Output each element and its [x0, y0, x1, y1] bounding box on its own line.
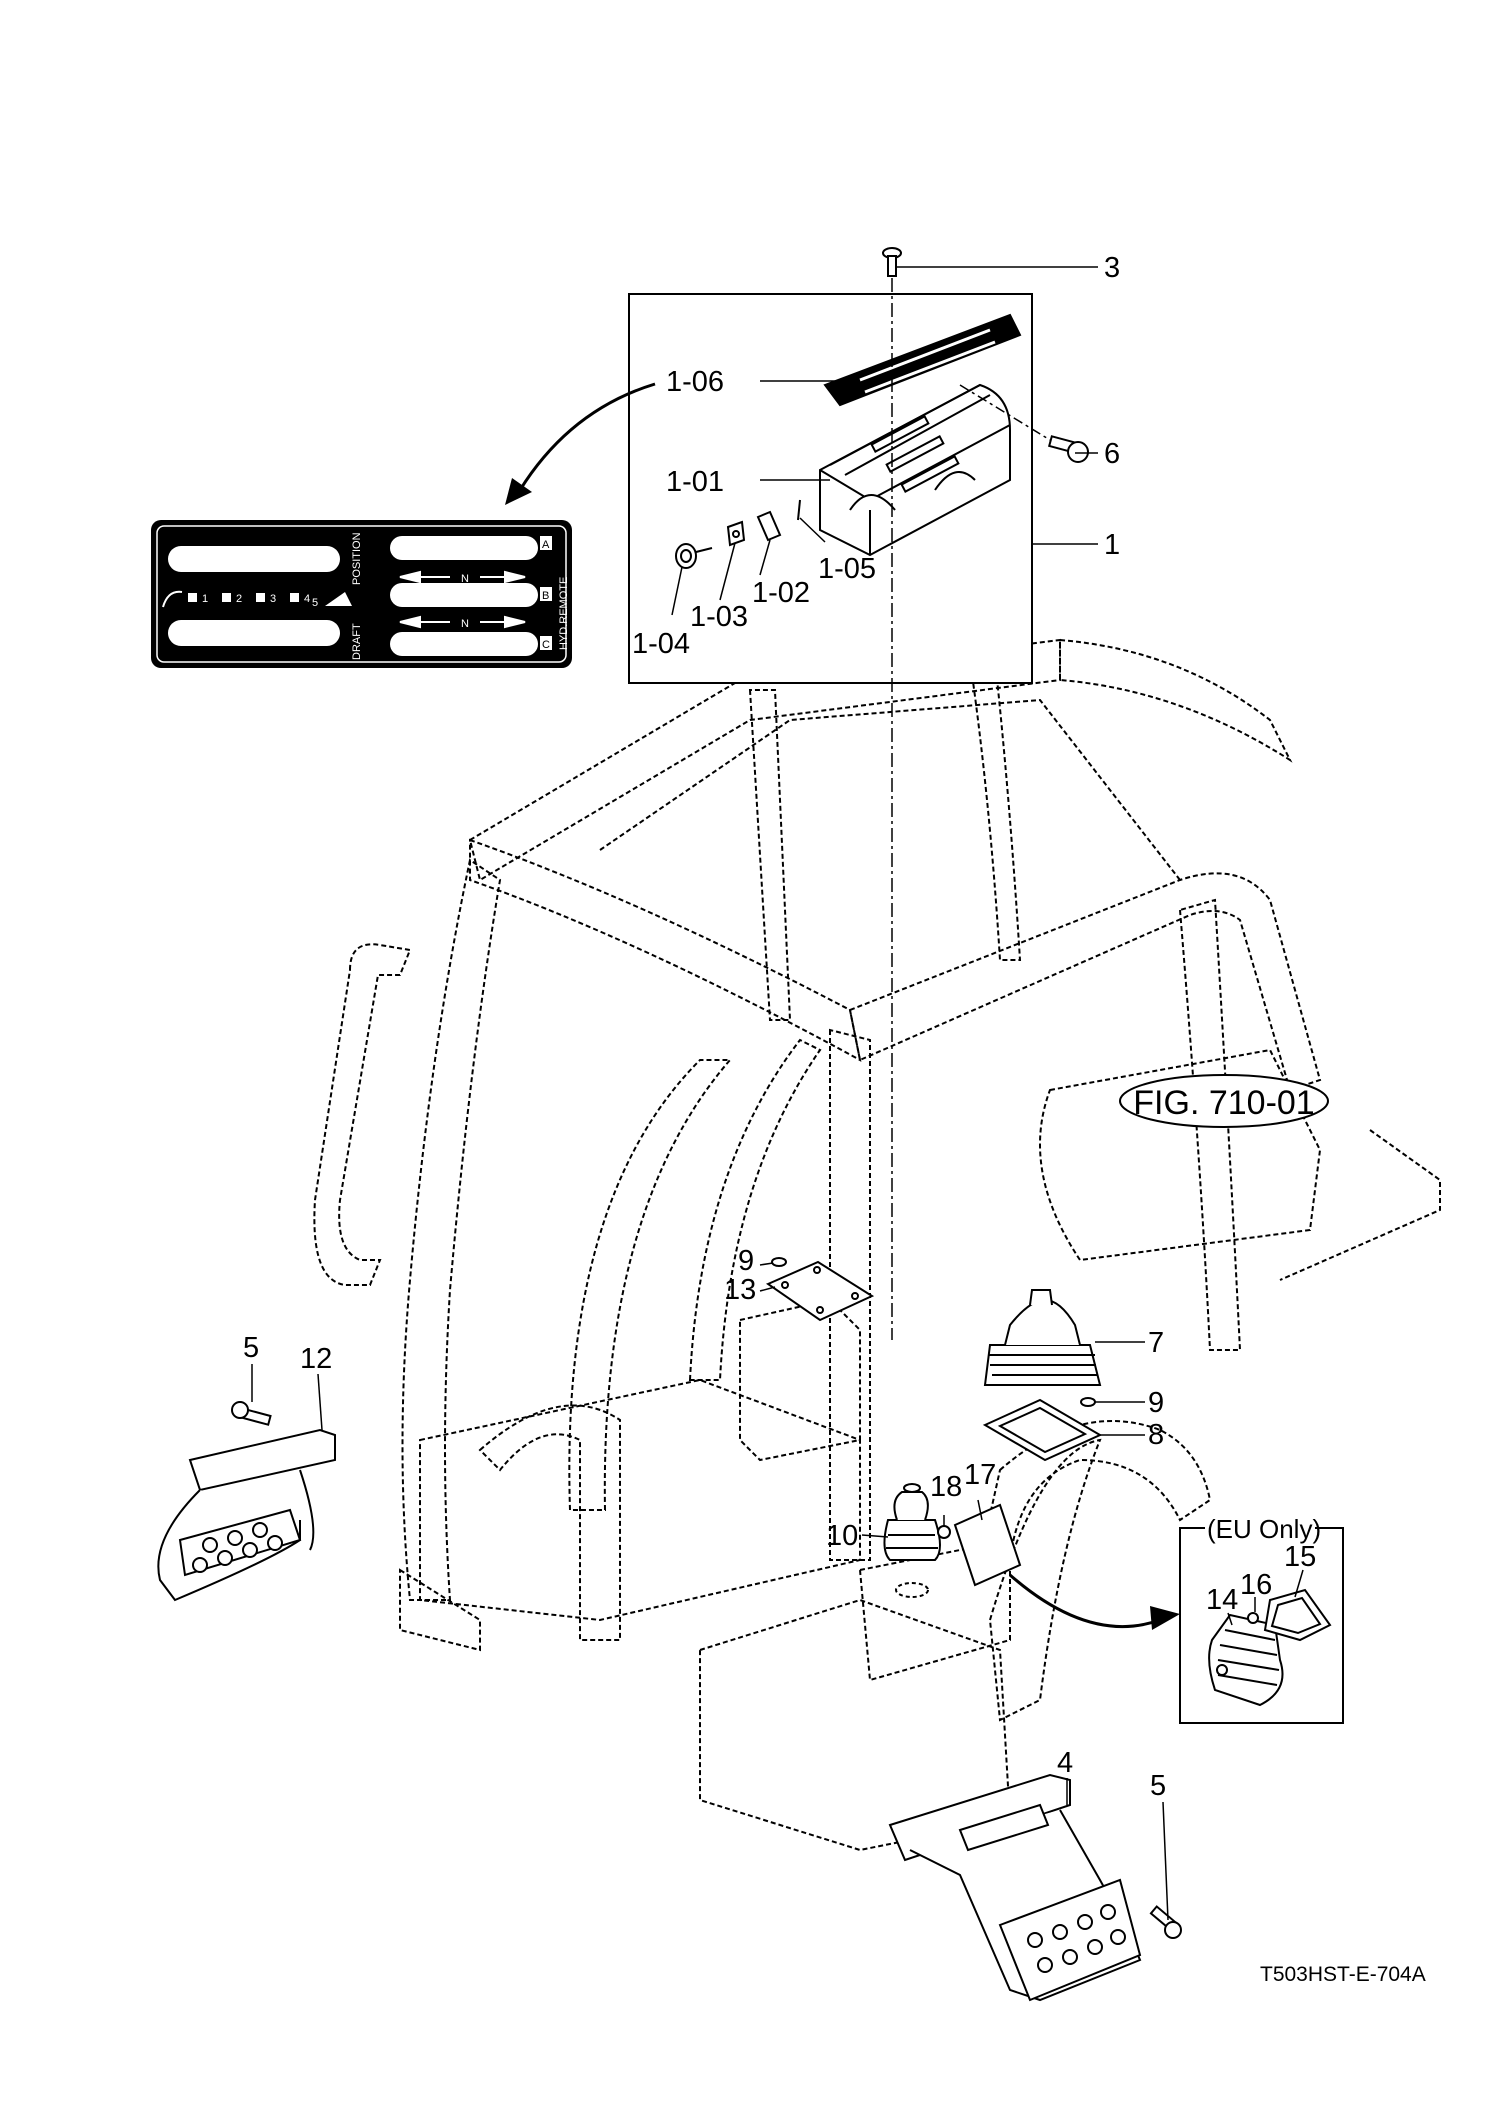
callout-9-right: 9 [1148, 1387, 1164, 1419]
handrail-left [313, 943, 412, 1286]
roof-right-beam [848, 872, 1322, 1092]
front-floor-extension [858, 1538, 1011, 1682]
bolt-5-right [1149, 1905, 1182, 1939]
step-12 [157, 1428, 336, 1602]
arrow-right-c-icon [480, 615, 526, 629]
right-fender [978, 1420, 1212, 1561]
callout-18: 18 [930, 1471, 962, 1503]
leader-lines [251, 266, 1304, 1921]
roof-front-beam [469, 838, 862, 1062]
decal-lever-a: A [542, 539, 550, 551]
decal-arrow-icon [518, 382, 656, 491]
step-4 [888, 1773, 1142, 2002]
bolt-3 [882, 247, 902, 277]
callout-1-04: 1-04 [632, 628, 690, 660]
door-arc-left [568, 1059, 733, 1511]
callout-14: 14 [1206, 1584, 1238, 1616]
figure-reference-oval [1119, 1074, 1329, 1128]
eu-arrowhead-icon [1150, 1606, 1180, 1630]
bolt-5-left [231, 1401, 272, 1426]
front-right-pillar [1178, 898, 1242, 1351]
front-center-pillar [829, 1028, 871, 1561]
callout-8: 8 [1148, 1419, 1164, 1451]
left-rail [478, 1404, 621, 1641]
eu-washer-16 [1247, 1612, 1259, 1624]
callout-7: 7 [1148, 1327, 1164, 1359]
rear-right-pillar [968, 659, 1022, 961]
nut-1-03 [726, 520, 746, 547]
washer-9-top [771, 1257, 787, 1267]
callout-1-03: 1-03 [690, 601, 748, 633]
cover-plate-13 [765, 1260, 875, 1322]
screw-6 [1047, 435, 1089, 463]
decal-neutral-c: N [461, 618, 469, 630]
callout-1: 1 [1104, 529, 1120, 561]
front-left-pillar [401, 858, 502, 1601]
rear-left-pillar [748, 689, 792, 1021]
console-cover [819, 383, 1011, 557]
floor-console [739, 1298, 861, 1462]
decal-hyd-remote-label: HYD.REMOTE [558, 577, 570, 650]
decal-neutral-b: N [461, 573, 469, 585]
callout-4: 4 [1057, 1747, 1073, 1779]
decal-step-3: 3 [270, 593, 276, 605]
decal-lever-b: B [542, 590, 549, 602]
decal-position-label: POSITION [351, 532, 363, 585]
washer-18 [937, 1525, 951, 1539]
decal-step-1: 1 [202, 593, 208, 605]
gasket-8 [982, 1398, 1103, 1462]
left-lower-frame [399, 1568, 481, 1652]
eu-boot-14 [1208, 1613, 1284, 1707]
arrow-right-b-icon [480, 570, 526, 584]
callout-1-01: 1-01 [666, 466, 724, 498]
callout-1-02: 1-02 [752, 577, 810, 609]
roof-rear-beam [1059, 638, 1293, 763]
decal-step-5: 5 [312, 597, 318, 609]
eu-inset-title: (EU Only) [1207, 1514, 1321, 1544]
cab-floor [419, 1378, 861, 1622]
decal-lever-c: C [542, 639, 550, 651]
callout-3: 3 [1104, 252, 1120, 284]
callout-5-left: 5 [243, 1332, 259, 1364]
door-arc-right [688, 1038, 822, 1381]
callout-13: 13 [724, 1274, 756, 1306]
roof-left-rail [599, 698, 1181, 881]
lever-symbol-right-icon [325, 592, 352, 606]
decal-plate-small [823, 313, 1022, 407]
decal-draft-label: DRAFT [351, 623, 363, 660]
arrow-left-b-icon [399, 570, 450, 584]
callout-16: 16 [1240, 1569, 1272, 1601]
callout-1-05: 1-05 [818, 553, 876, 585]
cover-plate-17 [953, 1503, 1022, 1587]
knob-1-04 [675, 543, 713, 569]
pin-1-05 [797, 499, 801, 521]
decal-step-2: 2 [236, 593, 242, 605]
decal-arrowhead-icon [505, 478, 532, 505]
decal-step-4: 4 [304, 593, 310, 605]
lever-symbol-left-icon [162, 590, 183, 608]
drawing-code: T503HST-E-704A [1260, 1963, 1426, 1986]
callout-9-top: 9 [738, 1245, 754, 1277]
callout-12: 12 [300, 1343, 332, 1375]
callout-10: 10 [826, 1520, 858, 1552]
right-step-frame [1279, 1129, 1441, 1281]
lever-decal: 1 2 3 4 5 N N A B C POSITION DRAFT HYD.R… [151, 520, 572, 668]
arrow-left-c-icon [399, 615, 450, 629]
eu-gasket-15 [1263, 1588, 1332, 1642]
wheel-arc-rear [988, 1438, 1102, 1722]
callout-1-06: 1-06 [666, 366, 724, 398]
clip-1-02 [756, 510, 782, 542]
callout-15: 15 [1284, 1541, 1316, 1573]
eu-arrow-icon [1009, 1573, 1161, 1629]
callout-17: 17 [964, 1459, 996, 1491]
callout-6: 6 [1104, 438, 1120, 470]
lever-boot-7 [983, 1289, 1102, 1386]
figure-reference: FIG. 710-01 [1133, 1084, 1314, 1122]
callout-5-right: 5 [1150, 1770, 1166, 1802]
screw-6-axis [959, 384, 1051, 441]
washer-9-right [1080, 1397, 1096, 1407]
